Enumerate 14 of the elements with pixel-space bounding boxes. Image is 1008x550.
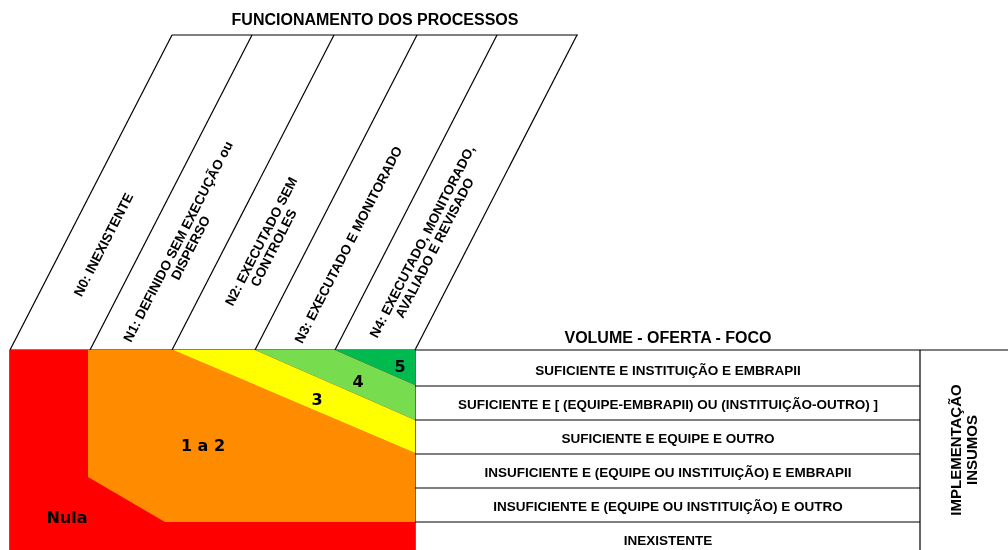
score-label: 3: [311, 389, 323, 409]
axis-title: FUNCIONAMENTO DOS PROCESSOS: [231, 11, 519, 29]
score-label: 5: [394, 356, 406, 376]
axis-title: VOLUME - OFERTA - FOCO: [564, 329, 772, 347]
row-header: SUFICIENTE E EQUIPE E OUTRO: [561, 431, 775, 447]
score-label: Nula: [46, 507, 88, 527]
row-header: INSUFICIENTE E (EQUIPE OU INSTITUIÇÃO) E OUTRO: [493, 499, 843, 515]
row-header: INSUFICIENTE E (EQUIPE OU INSTITUIÇÃO) E EMBRAPII: [484, 465, 852, 481]
score-label: 1 a 2: [180, 435, 226, 455]
row-header: SUFICIENTE E INSTITUIÇÃO E EMBRAPII: [535, 363, 801, 379]
row-header: SUFICIENTE E [ (EQUIPE-EMBRAPII) OU (INSTITUIÇÃO-OUTRO) ]: [458, 397, 878, 413]
axis-title: IMPLEMENTAÇÃO INSUMOS: [948, 383, 980, 518]
row-header: INEXISTENTE: [623, 533, 713, 549]
score-label: 4: [352, 371, 364, 391]
